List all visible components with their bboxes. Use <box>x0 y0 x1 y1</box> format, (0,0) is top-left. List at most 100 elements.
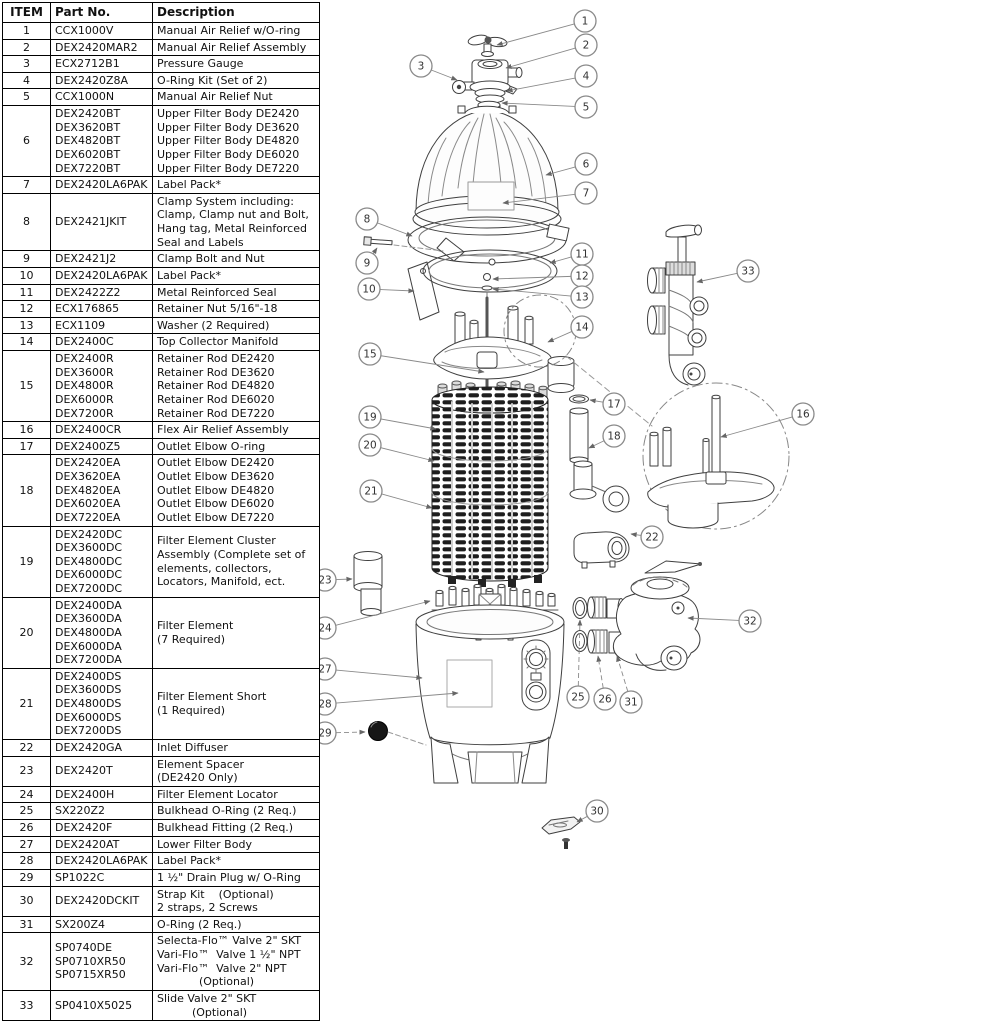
cell-part: DEX2422Z2 <box>50 283 153 302</box>
leader-line <box>720 416 793 438</box>
callout-number: 9 <box>364 258 371 270</box>
leader-line <box>379 288 415 294</box>
multiport-valve <box>612 560 702 671</box>
cell-desc: 1 ½" Drain Plug w/ O-Ring <box>152 868 320 887</box>
callout-21: 21 <box>359 479 433 509</box>
callout-22: 22 <box>630 525 664 549</box>
callout-9: 9 <box>355 247 379 275</box>
element-spacer <box>353 551 383 616</box>
callout-number: 32 <box>743 616 756 628</box>
cell-part: DEX2420MAR2 <box>50 38 153 57</box>
header-description: Description <box>152 2 320 23</box>
cell-part: DEX2400CR <box>50 421 153 439</box>
callout-28: 28 <box>313 690 459 716</box>
callout-circle <box>570 285 594 309</box>
callout-number: 11 <box>575 249 588 261</box>
callout-number: 12 <box>575 271 588 283</box>
leader-line <box>696 272 738 284</box>
cell-part: SP0410X5025 <box>50 989 153 1021</box>
callout-number: 27 <box>318 664 331 676</box>
cell-item: 17 <box>2 437 51 456</box>
cell-desc: O-Ring Kit (Set of 2) <box>152 71 320 90</box>
cell-part: DEX2420EA DEX3620EA DEX4820EA DEX6020EA … <box>50 454 153 527</box>
callout-number: 31 <box>624 697 637 709</box>
upper-filter-body <box>412 105 562 236</box>
callout-30: 30 <box>576 799 609 823</box>
callout-number: 3 <box>418 61 425 73</box>
leader-line <box>335 729 366 735</box>
callout-4: 4 <box>506 64 598 93</box>
callout-number: 5 <box>583 102 590 114</box>
leader-line <box>335 669 423 680</box>
lower-filter-body <box>415 604 565 784</box>
cell-part: CCX1000N <box>50 88 153 106</box>
outlet-standpipe <box>569 394 589 464</box>
cell-item: 25 <box>2 802 51 820</box>
callout-number: 14 <box>575 322 589 334</box>
callout-number: 15 <box>363 349 376 361</box>
callout-number: 24 <box>318 623 332 635</box>
cell-part: CCX1000V <box>50 21 153 40</box>
callout-25: 25 <box>566 619 590 709</box>
callout-number: 18 <box>607 431 620 443</box>
cell-desc: Strap Kit (Optional) 2 straps, 2 Screws <box>152 885 320 917</box>
drain-plug <box>368 721 427 746</box>
callout-6: 6 <box>545 152 598 176</box>
leader-line <box>492 286 572 297</box>
leader-line <box>589 398 604 404</box>
cell-desc: Manual Air Relief w/O-ring <box>152 21 320 40</box>
callout-circle <box>358 433 382 457</box>
callout-number: 21 <box>364 486 377 498</box>
callout-12: 12 <box>492 264 594 288</box>
callout-3: 3 <box>409 54 458 81</box>
dome-label <box>467 181 515 211</box>
callout-13: 13 <box>492 285 594 309</box>
cell-part: DEX2400DS DEX3600DS DEX4800DS DEX6000DS … <box>50 667 153 740</box>
cell-desc: Clamp Bolt and Nut <box>152 250 320 268</box>
callout-circle <box>574 33 598 57</box>
callout-number: 2 <box>583 40 590 52</box>
leader-line <box>335 576 353 582</box>
cell-part: SX220Z2 <box>50 802 153 820</box>
leader-line <box>687 615 740 621</box>
callout-18: 18 <box>588 424 626 449</box>
callout-circle <box>573 9 597 33</box>
cell-desc: Metal Reinforced Seal <box>152 283 320 302</box>
callout-circle <box>574 152 598 176</box>
leader-line <box>596 655 604 689</box>
cell-desc: Lower Filter Body <box>152 835 320 854</box>
cell-item: 21 <box>2 667 51 740</box>
callout-circle <box>736 259 760 283</box>
cell-item: 14 <box>2 333 51 351</box>
cell-part: ECX2712B1 <box>50 55 153 73</box>
leader-line <box>501 100 576 107</box>
callout-number: 16 <box>796 409 810 421</box>
callout-number: 26 <box>598 694 612 706</box>
cell-desc: Clamp System including: Clamp, Clamp nut… <box>152 192 320 252</box>
cell-item: 22 <box>2 738 51 757</box>
retainer-nut-washer <box>481 273 493 301</box>
strap-kit <box>541 816 581 849</box>
cell-part: ECX1109 <box>50 316 153 335</box>
slide-valve <box>647 224 709 386</box>
callout-1: 1 <box>496 9 597 46</box>
callout-number: 19 <box>363 412 376 424</box>
cell-part: DEX2420LA6PAK <box>50 266 153 285</box>
cell-part: DEX2421JKIT <box>50 192 153 252</box>
callout-balloons: 1234567891011121314151617181920212223242… <box>313 9 815 823</box>
cell-desc: Label Pack* <box>152 852 320 870</box>
leader-line <box>506 77 576 93</box>
cell-desc: Label Pack* <box>152 176 320 194</box>
callout-circle <box>358 405 382 429</box>
